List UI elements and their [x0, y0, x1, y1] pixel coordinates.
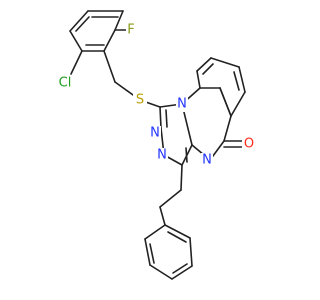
- bond: [223, 115, 232, 142]
- bond: [230, 91, 246, 117]
- bond: [185, 147, 188, 163]
- bond: [114, 10, 124, 31]
- bond: [103, 29, 116, 52]
- atom-label-f: F: [127, 23, 134, 38]
- bond: [103, 50, 116, 83]
- bond: [75, 16, 90, 32]
- bond: [159, 106, 162, 129]
- bond: [196, 70, 201, 89]
- bond: [144, 224, 166, 240]
- bond: [202, 63, 214, 75]
- atom-label-n1: N: [150, 126, 160, 141]
- bond: [69, 30, 83, 52]
- bond: [159, 206, 166, 226]
- molecule-drawing: Cl F S N N N N O: [55, 10, 256, 280]
- bond: [196, 57, 212, 72]
- bond: [172, 263, 188, 274]
- atom-label-o: O: [244, 137, 254, 152]
- bond: [171, 265, 193, 280]
- atom-label-n4: N: [202, 153, 212, 168]
- bond-lines: [69, 10, 246, 280]
- bond: [164, 224, 191, 239]
- structure-canvas: Cl F S N N N N O: [55, 10, 256, 280]
- atom-labels: Cl F S N N N N O: [55, 22, 256, 168]
- bond: [69, 10, 89, 32]
- bond: [167, 231, 187, 243]
- bond: [159, 189, 182, 208]
- bond: [238, 66, 246, 93]
- bond: [70, 50, 83, 75]
- bond: [219, 87, 232, 117]
- bond: [149, 243, 155, 264]
- bond: [233, 71, 240, 91]
- bond: [149, 264, 173, 280]
- atom-label-cl: Cl: [59, 76, 72, 91]
- bond: [210, 57, 240, 68]
- bond: [180, 164, 183, 191]
- atom-label-n2: N: [157, 148, 167, 163]
- bond: [189, 237, 193, 267]
- bond: [165, 109, 168, 128]
- atom-label-n3: N: [177, 97, 187, 112]
- bond: [144, 238, 151, 266]
- atom-label-s: S: [136, 93, 144, 108]
